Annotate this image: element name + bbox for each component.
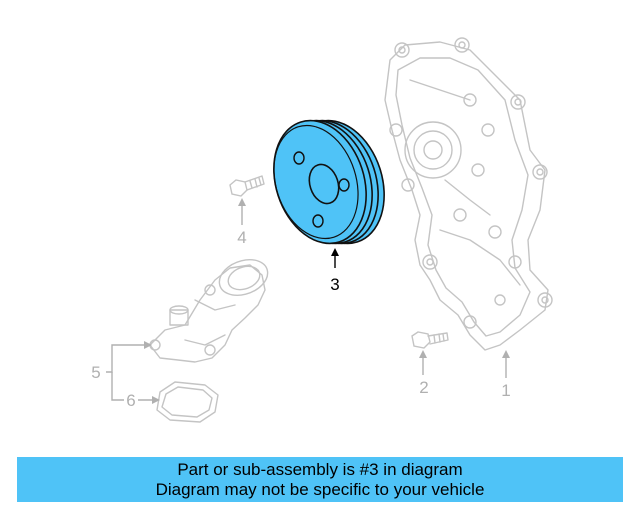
water-pump-pulley[interactable] bbox=[259, 108, 400, 255]
housing-bolt[interactable] bbox=[411, 331, 449, 349]
callout-label-6: 6 bbox=[126, 391, 135, 410]
banner-line-2: Diagram may not be specific to your vehi… bbox=[155, 479, 485, 499]
callout-leaders bbox=[106, 198, 510, 404]
outlet-gasket[interactable] bbox=[156, 381, 219, 423]
callout-label-3: 3 bbox=[330, 275, 339, 294]
callout-label-4: 4 bbox=[237, 228, 246, 247]
banner-line-1: Part or sub-assembly is #3 in diagram bbox=[177, 459, 463, 479]
info-banner: Part or sub-assembly is #3 in diagram Di… bbox=[17, 457, 623, 502]
water-outlet-housing[interactable] bbox=[149, 259, 269, 363]
callout-label-2: 2 bbox=[419, 378, 428, 397]
water-pump-housing[interactable] bbox=[384, 37, 553, 351]
callout-label-5: 5 bbox=[91, 363, 100, 382]
callout-label-1: 1 bbox=[501, 381, 510, 400]
pulley-bolt[interactable] bbox=[229, 175, 265, 197]
parts-diagram: 3 4 2 1 5 6 bbox=[91, 37, 553, 423]
